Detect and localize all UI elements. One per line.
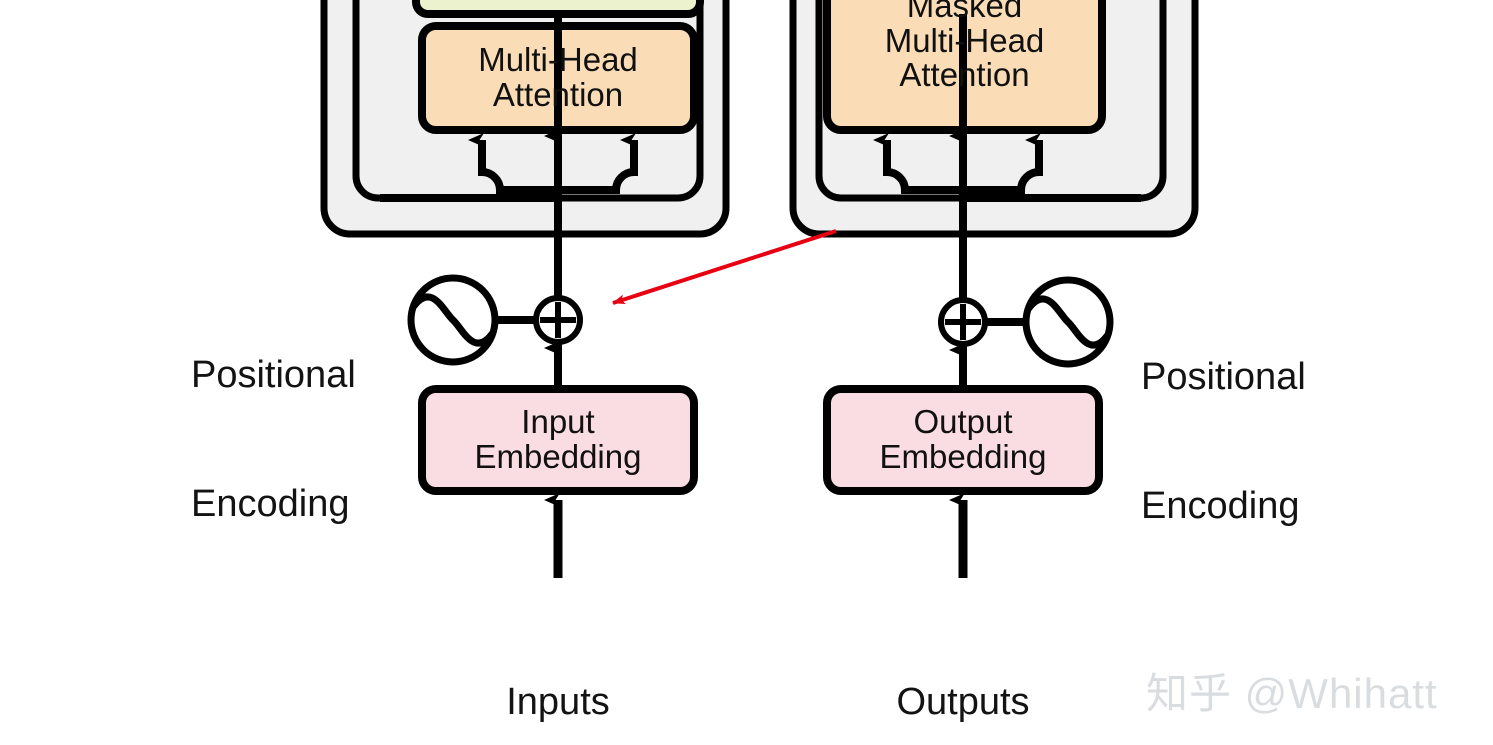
decoder-output-embedding-box (823, 385, 1103, 495)
encoder-pe-line2: Encoding (191, 482, 350, 525)
encoder-qkv-left-arrow (468, 133, 558, 194)
red-annotation-arrow (612, 229, 837, 305)
decoder-pe-line2: Encoding (1141, 484, 1300, 527)
watermark-text: 知乎 @Whihatt (1146, 670, 1438, 717)
encoder-sum-node (533, 295, 583, 345)
decoder-positional-wave-icon (1022, 276, 1114, 368)
decoder-qkv-right-arrow (963, 133, 1043, 194)
decoder-qkv-left-arrow (873, 133, 963, 194)
encoder-positional-encoding-label: Positional Encoding (191, 268, 356, 612)
encoder-positional-wave-icon (407, 274, 499, 366)
encoder-qkv-right-arrow (558, 133, 638, 194)
encoder-add-norm-box (412, 0, 704, 18)
encoder-pe-line1: Positional (191, 353, 356, 396)
decoder-sum-node (938, 297, 988, 347)
inputs-label-line1: Inputs (506, 680, 610, 723)
encoder-input-embedding-box (418, 385, 698, 495)
outputs-label-line1: Outputs (896, 680, 1030, 723)
inputs-label: Inputs (506, 595, 610, 745)
decoder-pe-line1: Positional (1141, 355, 1306, 398)
decoder-positional-encoding-label: Positional Encoding (1141, 270, 1306, 614)
outputs-label: Outputs (shifted right) (852, 595, 1074, 745)
